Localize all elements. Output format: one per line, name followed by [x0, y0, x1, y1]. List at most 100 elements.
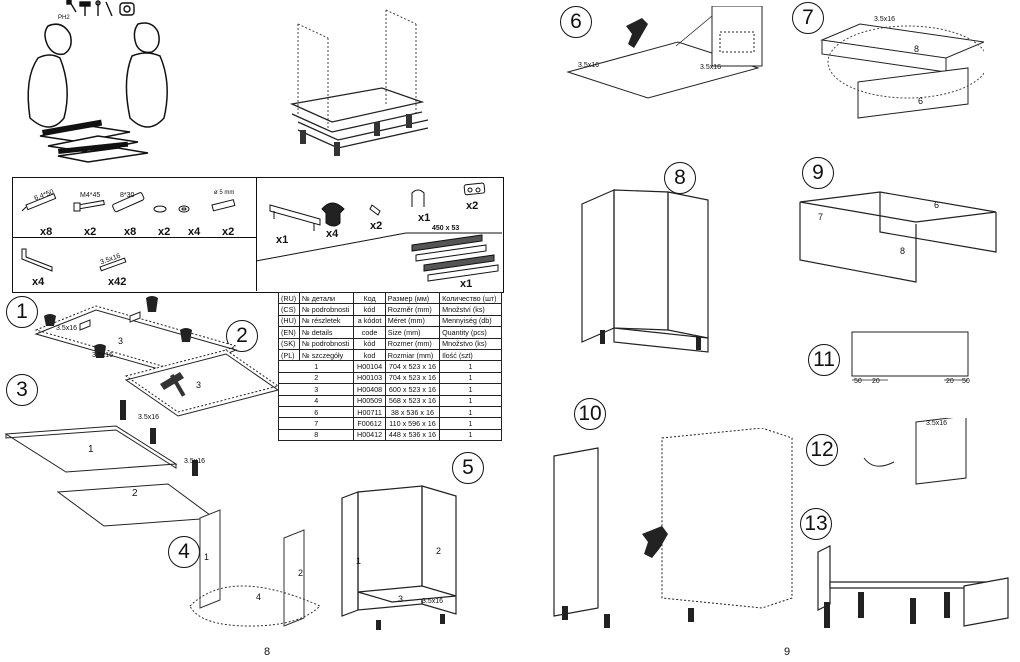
step-9-circle: 9 — [802, 157, 834, 189]
step1-screw-label-b: 3.5x16 — [92, 352, 114, 359]
hw-spec-runner: 450 x 53 — [432, 225, 460, 232]
parts-table-header-cell: Množství (ks) — [439, 303, 502, 316]
step7-screw-label: 3.5x16 — [874, 16, 896, 23]
part-number-cell: 2 — [277, 371, 355, 385]
cam-lock-icon — [153, 205, 167, 213]
step-8-circle: 8 — [664, 162, 696, 194]
step-7-illustration — [820, 23, 984, 119]
hw-qty-handle: x1 — [276, 234, 289, 246]
step4-part-2: 2 — [298, 568, 304, 578]
parts-table-header-cell: Mennyiség (db) — [439, 314, 502, 328]
step5-part-2: 2 — [436, 546, 442, 556]
tape-measure-icon — [119, 2, 135, 16]
step-11-illustration — [851, 331, 969, 381]
part-number-cell: 4 — [277, 394, 355, 407]
hw-qty-shelf-pin: x2 — [222, 226, 235, 238]
step-9-illustration — [799, 191, 997, 283]
step1-part-3: 3 — [118, 336, 124, 346]
step-11-circle: 11 — [808, 344, 840, 376]
hw-qty-leg: x4 — [326, 228, 339, 240]
part-code-cell: H00711 — [353, 405, 386, 419]
part-size-cell: 38 x 536 x 16 — [384, 405, 441, 419]
step6-screw-label-a: 3.5x16 — [578, 62, 600, 69]
clip-icon — [369, 204, 381, 216]
parts-table-header-cell: a kódot — [353, 314, 386, 328]
parts-table-header-cell: (PL) — [278, 348, 300, 362]
parts-table-header-cell: № szczegóły — [298, 348, 355, 362]
hammer-icon — [79, 1, 91, 16]
part-code-cell: H00103 — [353, 371, 386, 385]
hw-qty-clip: x2 — [370, 220, 383, 232]
hw-qty-dowel: x8 — [124, 226, 137, 238]
hook-icon — [411, 189, 425, 207]
parts-table-header-cell: kod — [353, 348, 386, 362]
leg-icon — [321, 202, 345, 227]
screwdriver-icon — [66, 0, 77, 13]
step-7-circle: 7 — [792, 2, 824, 34]
hw-qty-bolt: x2 — [84, 226, 97, 238]
parts-table-header-cell: Množstvo (ks) — [439, 337, 502, 350]
part-code-cell: H00412 — [353, 428, 386, 442]
step12-screw-label: 3.5x16 — [926, 420, 948, 427]
step-2-illustration — [124, 349, 280, 417]
step3-screw-label-b: 3.5x16 — [184, 458, 206, 465]
drill-icon — [626, 18, 648, 48]
step3-part-1: 1 — [88, 444, 94, 455]
step-1-circle: 1 — [6, 296, 38, 328]
hw-qty-plate: x2 — [466, 200, 479, 212]
step3-screw-label-a: 3.5x16 — [138, 414, 160, 421]
parts-table-header-cell: (CS) — [278, 303, 300, 316]
step-5-circle: 5 — [452, 452, 484, 484]
part-size-cell: 600 x 523 x 16 — [384, 383, 441, 396]
step2-part-3: 3 — [196, 380, 202, 390]
drill-icon — [642, 526, 668, 558]
step11-dim-20-left: 20 — [872, 378, 880, 385]
step7-part-8: 8 — [914, 44, 920, 54]
hw-qty-hook: x1 — [418, 212, 431, 224]
page-number-left: 8 — [264, 646, 271, 658]
step-1-illustration — [34, 296, 238, 375]
step9-part-7: 7 — [818, 212, 824, 222]
part-size-cell: 568 x 523 x 16 — [384, 394, 441, 407]
part-qty-cell: 1 — [439, 360, 502, 373]
part-number-cell: 7 — [277, 417, 355, 430]
parts-table-header-cell: Код — [353, 291, 386, 305]
drawer-runner-icon — [411, 234, 499, 282]
angle-bracket-icon — [21, 248, 53, 272]
parts-table-header-cell: (SK) — [278, 337, 300, 350]
part-size-cell: 704 x 523 x 16 — [384, 360, 441, 373]
parts-table-header-cell: Quantity (pcs) — [439, 326, 502, 339]
hw-qty-wood-screw: x42 — [108, 276, 127, 288]
parts-table-header-cell: Rozměr (mm) — [384, 303, 441, 316]
step-4-circle: 4 — [168, 536, 200, 568]
step5-part-3: 3 — [398, 594, 404, 604]
parts-table-header-cell: № детали — [298, 291, 355, 305]
step11-dim-50-left: 50 — [854, 378, 862, 385]
parts-table-header-cell: № podrobnosti — [298, 303, 355, 316]
part-code-cell: H00408 — [353, 383, 386, 396]
handle-icon — [269, 204, 321, 231]
pencil-icon — [105, 1, 113, 17]
two-people-illustration — [27, 22, 168, 163]
hw-qty-cam: x2 — [158, 226, 171, 238]
step-10-illustration — [553, 428, 793, 628]
part-qty-cell: 1 — [439, 371, 502, 385]
wood-screw-icon — [99, 257, 127, 272]
step9-part-8: 8 — [900, 246, 906, 256]
parts-table-header-cell: Size (mm) — [384, 326, 441, 339]
shelf-pin-icon — [211, 199, 236, 212]
hw-qty-washer: x4 — [188, 226, 201, 238]
parts-table-header-cell: (RU) — [278, 291, 300, 305]
step-3-circle: 3 — [6, 374, 38, 406]
step-3-illustration — [4, 400, 216, 527]
hardware-drawings — [21, 182, 499, 282]
part-size-cell: 704 x 523 x 16 — [384, 371, 441, 385]
